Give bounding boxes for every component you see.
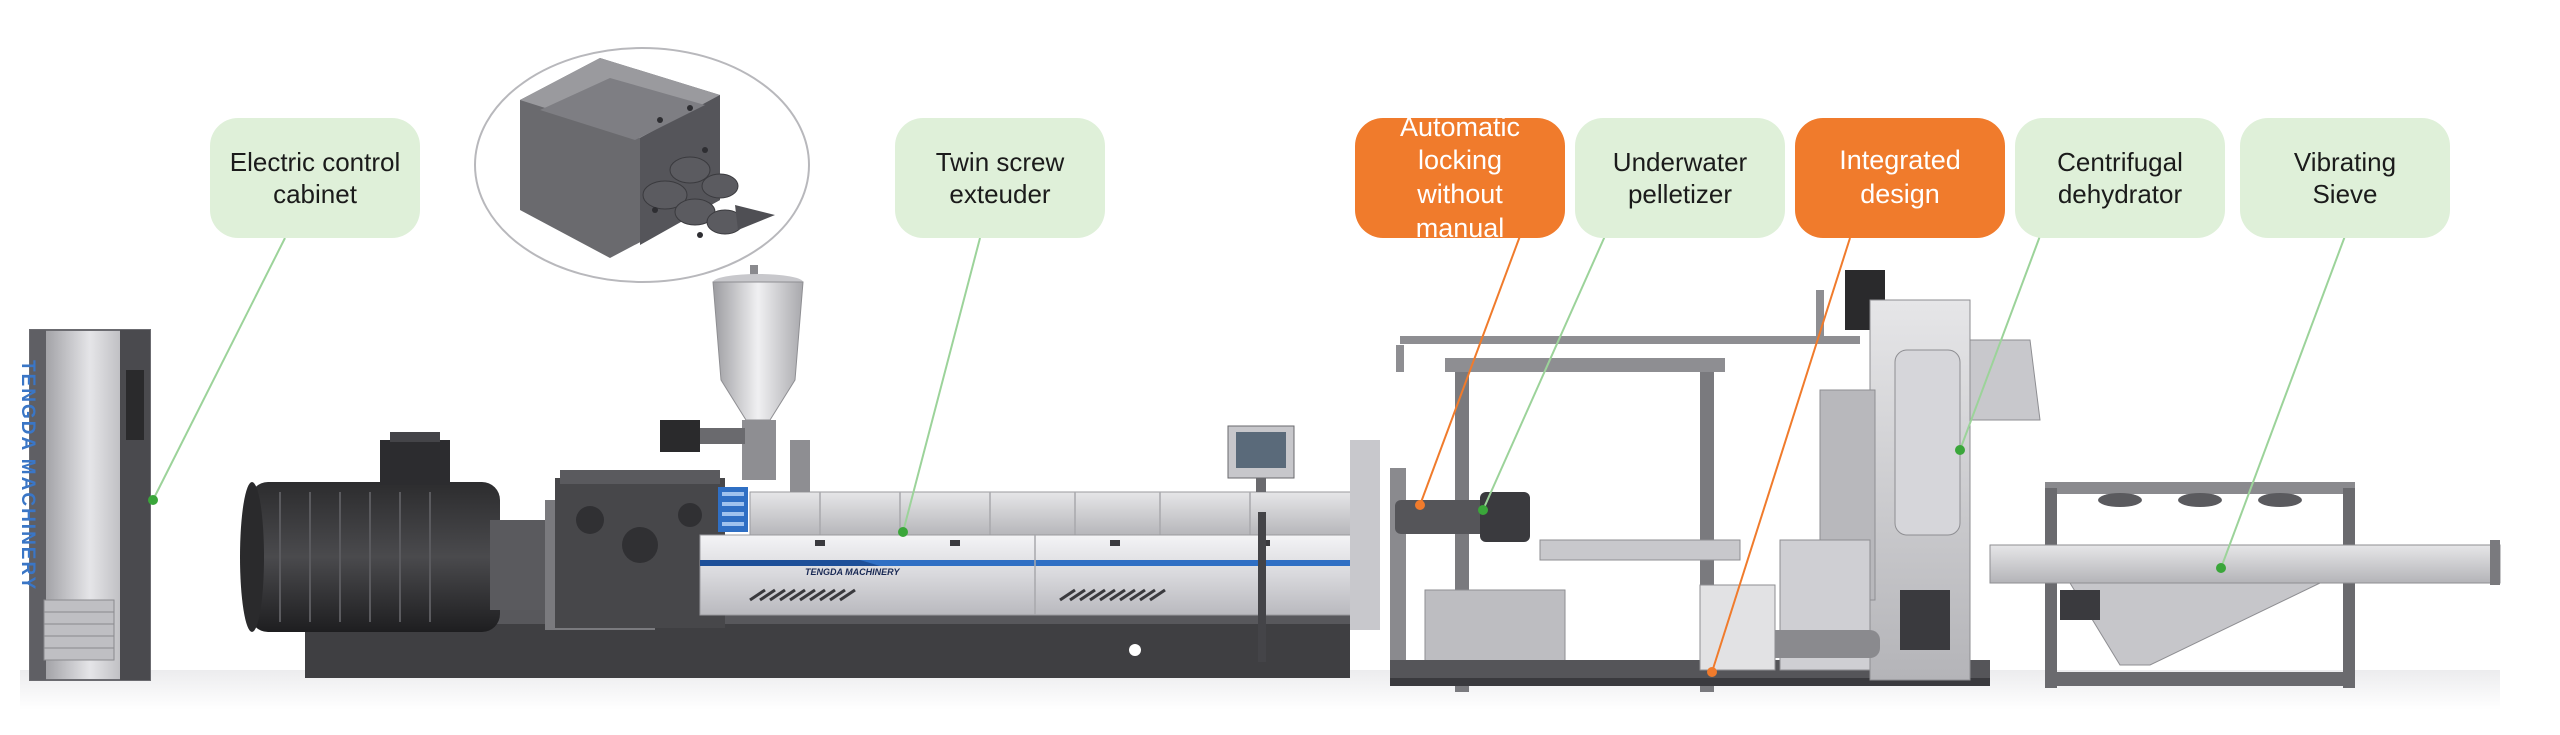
vibrating-sieve: [1989, 482, 2501, 688]
screw-detail-bubble: [474, 47, 810, 283]
extruder-brand-text: TENGDA MACHINERY: [805, 567, 900, 577]
cabinet-brand-text: TENGDA MACHINERY: [17, 360, 38, 592]
callout-centrifugal-dehydrator: Centrifugal dehydrator: [2015, 118, 2225, 238]
twin-screw-extruder: [240, 265, 1361, 678]
leader-lines: [152, 235, 2346, 673]
callout-integrated-design: Integrated design: [1795, 118, 2005, 238]
callout-vibrating-sieve: Vibrating Sieve: [2240, 118, 2450, 238]
leader-electric-cabinet: [152, 237, 286, 501]
leader-pelletizer: [1482, 235, 1606, 511]
leader-auto-locking: [1419, 235, 1521, 506]
leader-dehydrator: [1959, 235, 2041, 451]
leader-sieve: [2220, 235, 2346, 569]
leader-integrated: [1711, 237, 1851, 673]
leader-dots: [148, 445, 2226, 677]
callout-automatic-locking: Automatic locking without manual: [1355, 112, 1565, 243]
callout-electric-control-cabinet: Electric control cabinet: [210, 118, 420, 238]
callout-twin-screw-extruder: Twin screw exteuder: [895, 118, 1105, 238]
callout-underwater-pelletizer: Underwater pelletizer: [1575, 118, 1785, 238]
leader-twin-screw: [902, 237, 981, 533]
electric-control-cabinet: [29, 329, 151, 681]
centrifugal-dehydrator: [1699, 270, 2041, 681]
